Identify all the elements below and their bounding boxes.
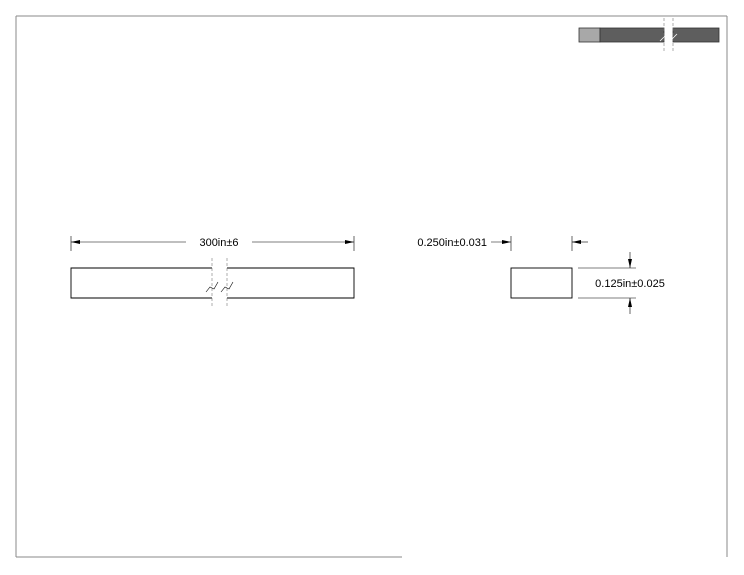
end-view-profile bbox=[510, 267, 573, 299]
preview-bar-body-right bbox=[672, 27, 720, 43]
side-view-right-segment bbox=[227, 267, 355, 299]
sheet-border bbox=[15, 15, 728, 558]
thickness-dimension-label: 0.125in±0.025 bbox=[595, 278, 665, 290]
width-arrow-right bbox=[572, 240, 581, 244]
length-dimension-label: 300in±6 bbox=[199, 237, 238, 249]
length-arrow-left bbox=[71, 240, 80, 244]
width-dimension-label: 0.250in±0.031 bbox=[417, 237, 487, 249]
side-view-left-segment bbox=[70, 267, 212, 299]
break-symbol-left bbox=[205, 281, 219, 293]
preview-bar-body-left bbox=[599, 27, 665, 43]
side-view bbox=[70, 258, 355, 308]
thickness-arrow-bottom bbox=[628, 298, 632, 307]
thickness-arrow-top bbox=[628, 259, 632, 268]
break-symbol-right bbox=[220, 281, 234, 293]
thickness-dimension: 0.125in±0.025 bbox=[578, 252, 665, 314]
preview-break-slash-left bbox=[659, 33, 668, 42]
length-arrow-right bbox=[345, 240, 354, 244]
length-dimension: 300in±6 bbox=[70, 236, 355, 251]
preview-break-slash-right bbox=[669, 33, 678, 42]
preview-end-face bbox=[578, 27, 601, 43]
width-dimension: 0.250in±0.031 bbox=[417, 236, 588, 251]
end-view bbox=[510, 267, 573, 299]
width-arrow-left bbox=[502, 240, 511, 244]
bar-preview-thumbnail bbox=[578, 18, 720, 52]
